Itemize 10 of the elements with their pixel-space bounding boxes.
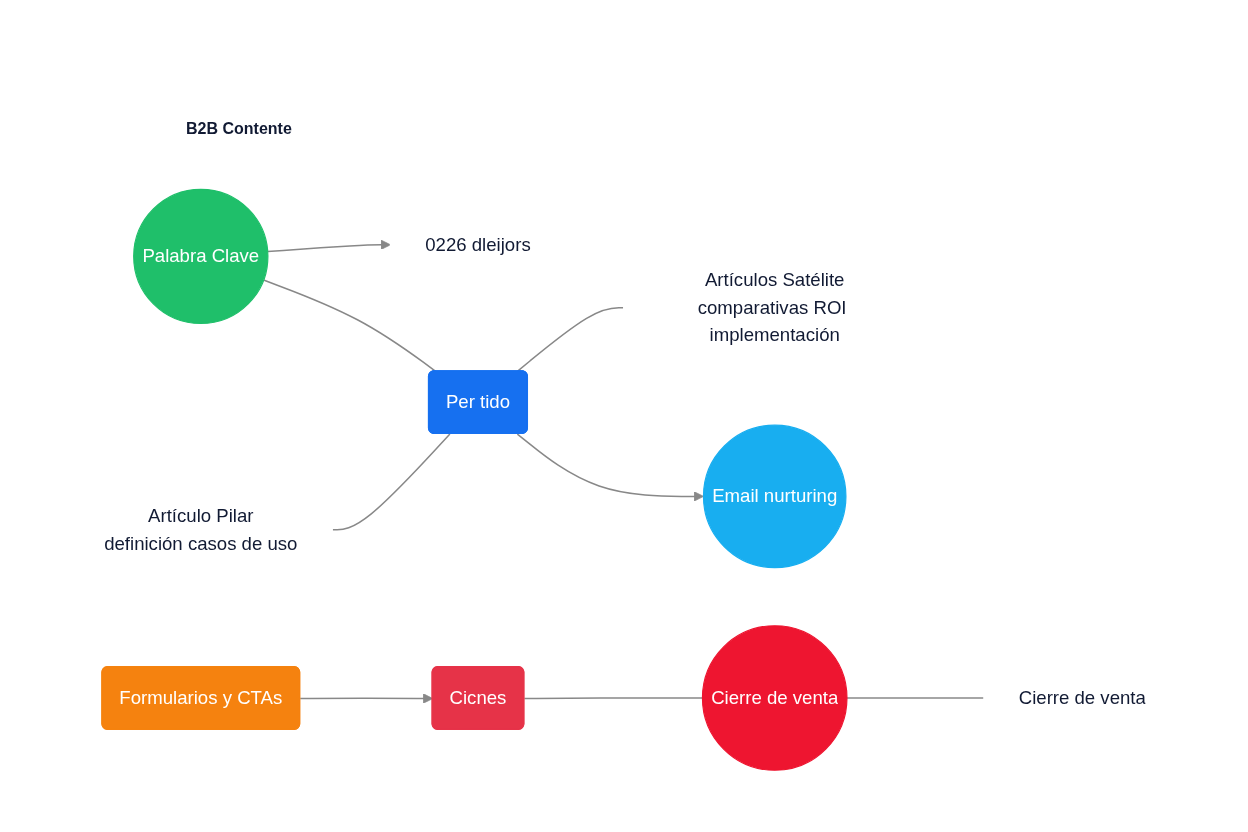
node-text: Artículos Satélite comparativas ROI implementación — [697, 269, 847, 346]
arrow — [516, 433, 704, 502]
diagram-title: B2B Contente — [186, 120, 292, 138]
node-circle: Cierre de venta — [701, 625, 848, 772]
node-text: Cierre de venta — [1018, 687, 1146, 708]
node-text: Artículo Pilar definición casos de uso — [104, 505, 298, 554]
node-text: 0226 dleijors — [425, 234, 531, 255]
node-circle: Email nurturing — [702, 424, 847, 569]
connector — [262, 279, 437, 373]
node-circle: Palabra Clave — [133, 188, 269, 325]
